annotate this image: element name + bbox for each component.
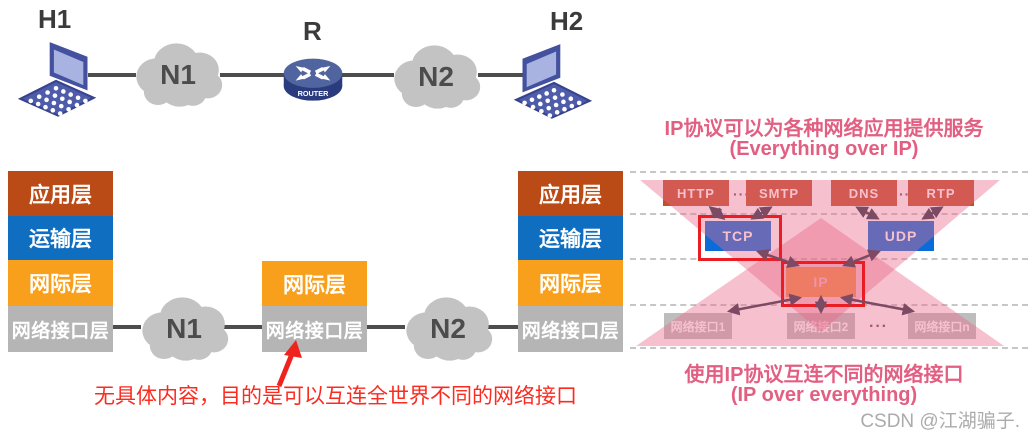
layer-application: 应用层 — [518, 171, 623, 216]
ip-highlight-box — [781, 261, 865, 307]
link-router-stack-n2 — [367, 325, 405, 329]
layer-internet: 网际层 — [262, 261, 367, 306]
layer-boundary-line — [630, 171, 1028, 173]
layer-boundary-line — [630, 258, 1028, 260]
protocol-box-rtp: RTP — [908, 180, 974, 206]
ellipsis-interfaces: ··· — [869, 318, 888, 335]
layer-transport: 运输层 — [8, 216, 113, 260]
layer-network-interface: 网络接口层 — [8, 306, 113, 352]
hourglass-bottom-title-zh: 使用IP协议互连不同的网络接口 — [684, 364, 964, 386]
layer-network-interface: 网络接口层 — [518, 306, 623, 352]
hourglass-top-title-zh: IP协议可以为各种网络应用提供服务 — [664, 118, 984, 140]
protocol-box-dns: DNS — [831, 180, 897, 206]
cloud-n1-label: N1 — [166, 313, 202, 344]
interface-box-2: 网络接口2 — [787, 313, 855, 339]
hourglass-bottom-title-en: (IP over everything) — [730, 384, 918, 406]
host1-protocol-stack: 应用层 运输层 网际层 网络接口层 — [8, 171, 113, 352]
router-caption: ROUTER — [298, 89, 330, 98]
host2-protocol-stack: 应用层 运输层 网际层 网络接口层 — [518, 171, 623, 352]
interface-box-1: 网络接口1 — [664, 313, 732, 339]
network-interface-annotation: 无具体内容，目的是可以互连全世界不同的网络接口 — [94, 385, 577, 408]
cloud-n1-label: N1 — [160, 59, 196, 90]
layer-boundary-line — [630, 347, 1028, 349]
link-n1-router-stack — [224, 325, 262, 329]
layer-transport: 运输层 — [518, 216, 623, 260]
network-cloud-n2: N2 — [386, 34, 486, 120]
cloud-icon — [142, 297, 229, 361]
ellipsis-apps-left: ··· — [733, 186, 750, 202]
red-arrow-icon — [276, 340, 302, 387]
tcp-highlight-box — [698, 215, 782, 261]
link-r-n2 — [340, 73, 394, 77]
protocol-box-tcp: TCP — [705, 221, 771, 251]
cloud-icon — [136, 43, 223, 107]
cloud-icon — [406, 297, 493, 361]
cloud-n2-label: N2 — [430, 313, 466, 344]
link-h1-n1 — [88, 73, 136, 77]
laptop-h1-icon — [17, 42, 97, 117]
network-cloud-n1-bottom: N1 — [134, 286, 234, 372]
network-cloud-n2-bottom: N2 — [398, 286, 498, 372]
laptop-h2-icon — [513, 44, 593, 119]
router-label: R — [303, 16, 322, 46]
layer-boundary-line — [630, 213, 1028, 215]
layer-internet: 网际层 — [518, 260, 623, 306]
cloud-n2-label: N2 — [418, 61, 454, 92]
protocol-box-ip: IP — [786, 267, 856, 297]
interface-box-n: 网络接口n — [908, 313, 976, 339]
link-n2-h2 — [478, 73, 524, 77]
cloud-icon — [394, 45, 481, 109]
layer-application: 应用层 — [8, 171, 113, 216]
layer-internet: 网际层 — [8, 260, 113, 306]
link-n1-r — [220, 73, 286, 77]
link-stack1-n1 — [113, 325, 141, 329]
layer-network-interface: 网络接口层 — [262, 306, 367, 352]
network-cloud-n1: N1 — [128, 32, 228, 118]
protocol-box-smtp: SMTP — [746, 180, 812, 206]
router-icon: ROUTER — [283, 58, 343, 101]
host1-label: H1 — [38, 4, 72, 34]
csdn-watermark: CSDN @江湖骗子. — [860, 411, 1020, 432]
router-protocol-stack: 网际层 网络接口层 — [262, 261, 367, 352]
host2-label: H2 — [550, 6, 584, 36]
link-n2-stack2 — [488, 325, 518, 329]
protocol-box-http: HTTP — [663, 180, 729, 206]
hourglass-top-title-en: (Everything over IP) — [729, 138, 919, 160]
protocol-box-udp: UDP — [868, 221, 934, 251]
